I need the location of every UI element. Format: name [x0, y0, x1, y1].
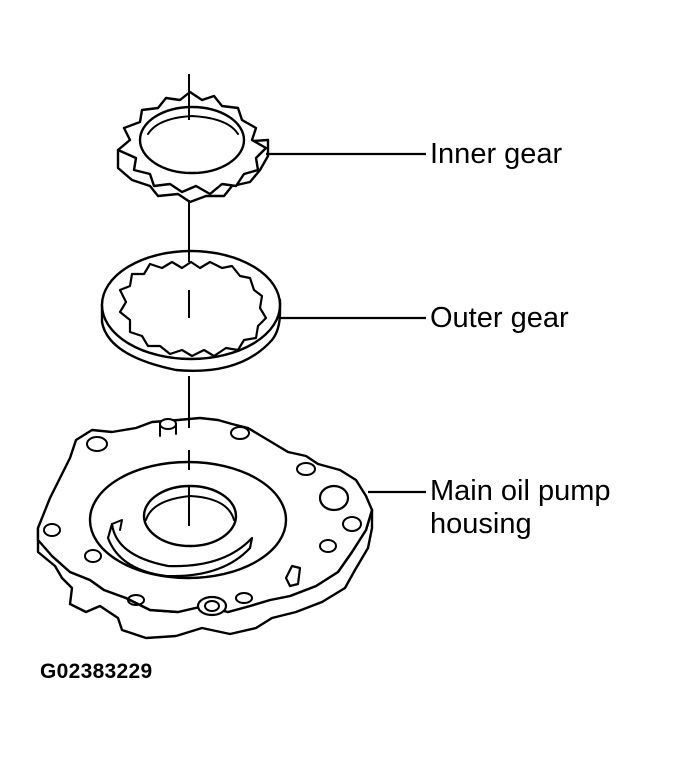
outer-gear — [100, 249, 282, 372]
housing-slot — [284, 564, 302, 588]
outer-gear-label: Outer gear — [430, 302, 569, 334]
housing-label-line2: housing — [430, 508, 532, 540]
inner-gear-bore — [138, 105, 246, 175]
housing-bolt-hole — [84, 549, 102, 563]
housing-bolt-hole — [86, 436, 108, 452]
outer-gear-internal-teeth — [118, 260, 268, 358]
inner-gear — [116, 90, 270, 204]
housing-bolt-hole — [127, 594, 145, 606]
housing-bolt-hole — [319, 539, 337, 553]
housing-bolt-hole — [230, 426, 250, 440]
housing-bolt-hole — [296, 462, 316, 476]
housing-boss — [196, 595, 228, 617]
housing-label: Main oil pump housing — [430, 475, 611, 541]
leader-lines — [266, 152, 426, 494]
figure-id: G02383229 — [40, 660, 153, 683]
housing-dowel-pin — [159, 418, 177, 430]
housing-port-hole — [318, 484, 350, 512]
housing-bolt-hole — [235, 592, 253, 604]
main-oil-pump-housing — [36, 416, 374, 640]
inner-gear-label: Inner gear — [430, 138, 563, 170]
housing-crescent — [106, 522, 254, 578]
housing-bolt-hole — [43, 523, 61, 537]
housing-bolt-hole — [342, 516, 362, 532]
housing-label-line1: Main oil pump — [430, 475, 611, 507]
